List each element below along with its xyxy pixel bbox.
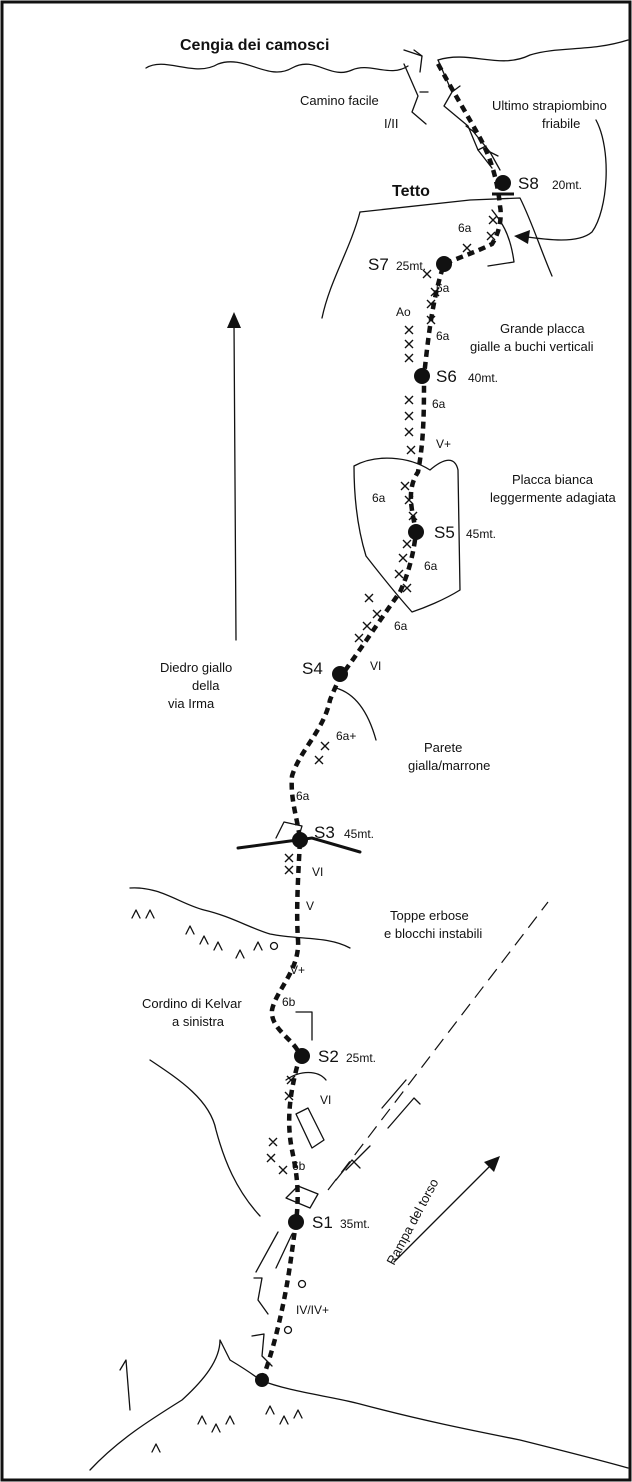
route-line [259,58,503,1381]
base-terrain [89,1339,629,1471]
grade-s3-upper: 6a [296,789,310,803]
belay-name-s5: S5 [434,523,455,542]
grade-ao: Ao [396,305,411,319]
camino-label: Camino facile [300,93,379,108]
strapiombino-arrowhead [514,230,530,244]
grade-6b-upper: 6b [282,995,296,1009]
cengia-label: Cengia dei camosci [180,37,329,54]
grade-s4-lower: 6a+ [336,729,356,743]
grade-s5-left: 6a [372,491,386,505]
belay-length-s5: 45mt. [466,527,496,541]
belay-name-s3: S3 [314,823,335,842]
camino-grade: I/II [384,116,398,131]
cengia-ledge-line [145,39,629,73]
placca-bianca-label-line1: Placca bianca [512,472,594,487]
belay-length-s6: 40mt. [468,371,498,385]
diedro-arrow-line [233,321,237,641]
rampa-brackets [335,1079,421,1181]
belay-dot-s7 [436,256,452,272]
belay-length-s8: 20mt. [552,178,582,192]
parete-label-line2: gialla/marrone [408,758,490,773]
grade-start: IV/IV+ [296,1303,329,1317]
piton-marks [269,941,307,1335]
start-dot [255,1373,269,1387]
grass-marks-base [151,1405,303,1453]
cordino-label-line1: Cordino di Kelvar [142,996,242,1011]
grade-s7-b: 6a [436,329,450,343]
placca-bianca-outline [353,457,461,613]
toppe-label-line1: Toppe erbose [390,908,469,923]
s4-flake [335,687,377,741]
rampa-arrowhead [484,1156,500,1172]
belay-length-s7: 25mt. [396,259,426,273]
parete-label-line1: Parete [424,740,462,755]
placca-bianca-label-line2: leggermente adagiata [490,490,617,505]
s1-block [285,1185,319,1209]
belay-dot-s4 [332,666,348,682]
grade-s6-b: V+ [436,437,451,451]
belay-name-s8: S8 [518,174,539,193]
grade-s4: VI [370,659,381,673]
belay-length-s2: 25mt. [346,1051,376,1065]
rampa-ramp-line [327,901,549,1191]
bolt-marks [266,215,498,1175]
tetto-label: Tetto [392,183,430,200]
cordino-label-line2: a sinistra [172,1014,225,1029]
diedro-label-line3: via Irma [168,696,215,711]
grade-s4-upper: 6a [394,619,408,633]
grade-s3-b: V [306,899,314,913]
diedro-label-line1: Diedro giallo [160,660,232,675]
rampa-direction-arrow [393,1163,493,1263]
grade-s5-right: 6a [424,559,438,573]
diedro-label-line2: della [192,678,220,693]
diedro-arrowhead [227,312,241,328]
ultimo-label-line2: friabile [542,116,580,131]
belay-length-s1: 35mt. [340,1217,370,1231]
ultimo-label-line1: Ultimo strapiombino [492,98,607,113]
grade-s2: VI [320,1093,331,1107]
belay-name-s6: S6 [436,367,457,386]
grande-placca-outline [321,209,515,319]
tetto-roof-line [359,197,553,277]
belay-name-s4: S4 [302,659,323,678]
rampa-label: Rampa del torso [383,1176,441,1267]
lower-brackets [251,1277,273,1367]
grade-s6-a: 6a [432,397,446,411]
grade-s8-s7: 6a [458,221,472,235]
terrain-line-toppe [129,887,351,949]
belay-dot-s2 [294,1048,310,1064]
grade-6b-lower: 6b [292,1159,306,1173]
lower-wall-lines [255,1231,293,1273]
grande-placca-label-line2: gialle a buchi verticali [470,339,594,354]
belay-dot-s3 [292,832,308,848]
belay-length-s3: 45mt. [344,827,374,841]
grass-marks-upper [131,909,263,959]
belay-dot-s6 [414,368,430,384]
belay-name-s1: S1 [312,1213,333,1232]
belay-name-s7: S7 [368,255,389,274]
toppe-label-line2: e blocchi instabili [384,926,482,941]
belay-dot-s5 [408,524,424,540]
belay-dot-s8 [495,175,511,191]
strapiombino-arrow [519,119,607,241]
grade-s7-a: 6a [436,281,450,295]
belay-name-s2: S2 [318,1047,339,1066]
grade-s3-a: VI [312,865,323,879]
grande-placca-label-line1: Grande placca [500,321,585,336]
chimney-brackets [413,49,499,157]
s3-ledge [236,836,362,854]
base-rock-left [119,1359,131,1411]
left-wall-line [149,1059,261,1217]
s2-block [295,1107,325,1149]
s2-corner [295,1011,313,1041]
belay-dot-s1 [288,1214,304,1230]
grade-vplus: V+ [290,963,305,977]
